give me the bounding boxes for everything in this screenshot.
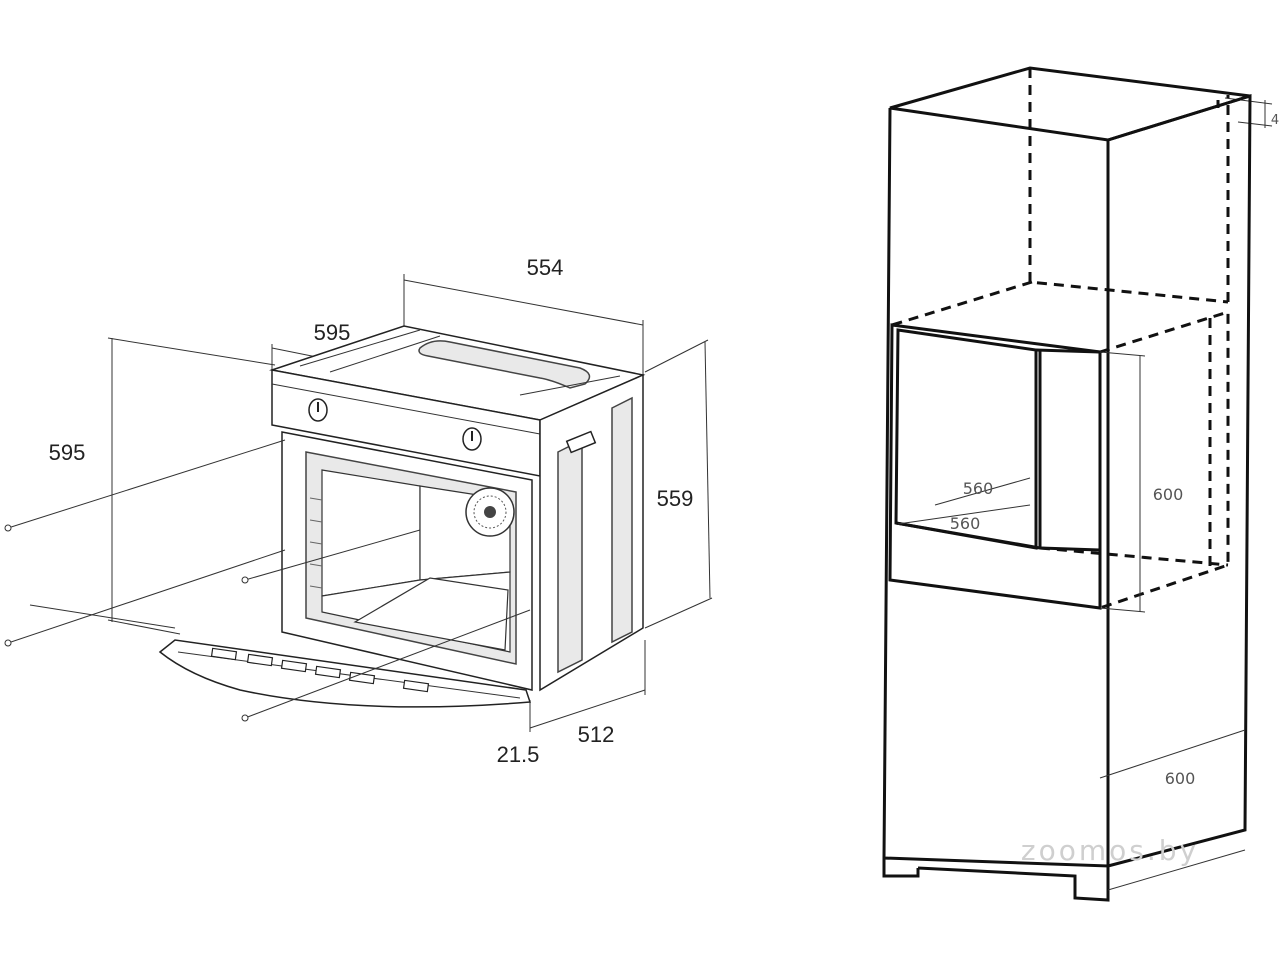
- oven-drawing: 554 595 595 559 512 21.5: [4, 255, 713, 767]
- dim-line-cabinet-depth: [1099, 729, 1246, 779]
- oven-door: [158, 639, 532, 708]
- label-top-gap: 4: [1271, 113, 1279, 128]
- label-front-width: 595: [314, 320, 351, 345]
- label-height: 595: [49, 440, 86, 465]
- dim-line-niche-height: [1099, 351, 1146, 613]
- label-top-width: 554: [527, 255, 564, 280]
- cabinet-front-edge: [882, 107, 1110, 868]
- label-side-height: 559: [657, 486, 694, 511]
- watermark: zoomos.by: [1021, 834, 1199, 867]
- oven-knob-right: [462, 427, 482, 451]
- dim-line-height: [107, 337, 276, 635]
- label-niche-width-upper: 560: [963, 479, 994, 498]
- dim-line-side-height: [644, 339, 713, 629]
- dim-line-depth: [529, 640, 646, 732]
- cabinet-side-edge: [1107, 93, 1252, 868]
- label-cabinet-depth: 600: [1165, 769, 1196, 788]
- oven-niche: [888, 323, 1102, 610]
- cabinet-drawing: 4 560 560 600 600: [882, 66, 1279, 902]
- dim-line-top-width: [403, 274, 644, 378]
- cabinet-plinth: [882, 849, 1246, 902]
- label-depth: 512: [578, 722, 615, 747]
- oven-top-vent: [418, 340, 591, 389]
- oven-knob-left: [308, 398, 328, 422]
- oven-fan: [465, 487, 515, 537]
- label-niche-width-lower: 560: [950, 514, 981, 533]
- mounting-screws: [4, 439, 531, 722]
- label-niche-height: 600: [1153, 485, 1184, 504]
- cabinet-top: [889, 66, 1251, 142]
- label-front-offset: 21.5: [497, 742, 540, 767]
